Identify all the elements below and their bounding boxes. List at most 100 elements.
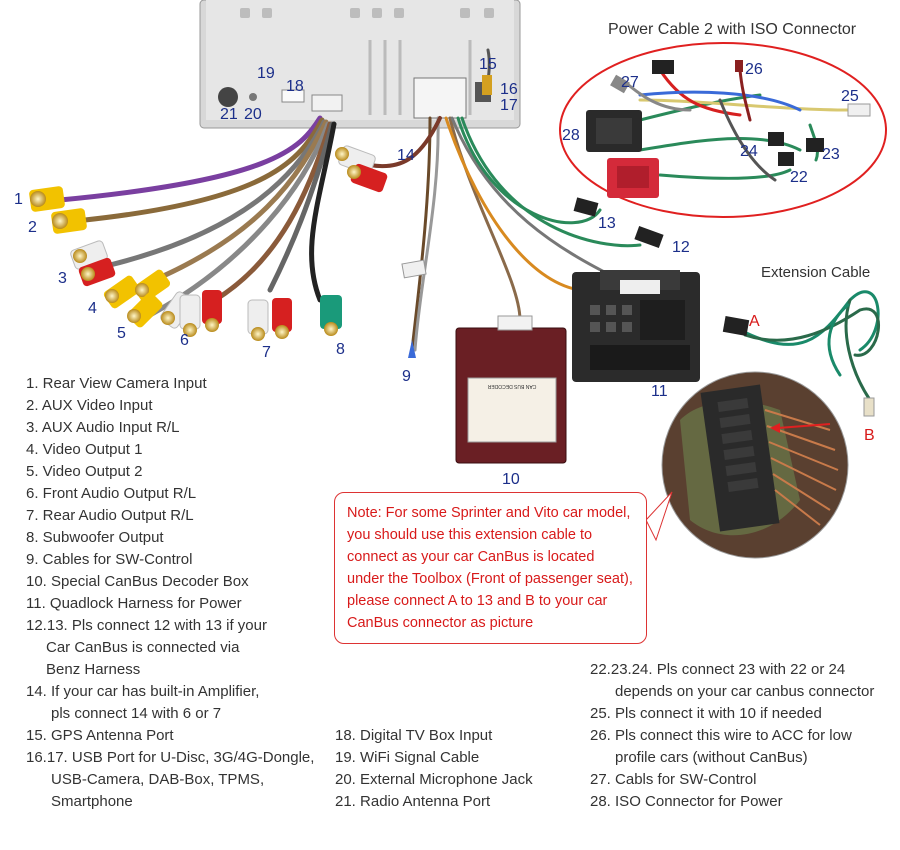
legend-item: 19. WiFi Signal Cable xyxy=(335,749,480,766)
rca-video-out-1 xyxy=(103,275,141,309)
legend-item: 10. Special CanBus Decoder Box xyxy=(26,573,249,590)
legend-item: 20. External Microphone Jack xyxy=(335,771,533,788)
iso-connector-red xyxy=(607,158,659,198)
legend-item-27: 27. Cabls for SW-Control xyxy=(590,771,757,788)
callout-14: 14 xyxy=(397,147,415,164)
note-line: please connect A to 13 and B to your car xyxy=(347,593,608,609)
rca-rear-audio-white xyxy=(247,299,269,341)
callout-20: 20 xyxy=(244,106,262,123)
callout-22: 22 xyxy=(790,169,808,186)
legend-item: 21. Radio Antenna Port xyxy=(335,793,491,810)
harness-wires xyxy=(57,48,642,352)
callout-a: A xyxy=(749,313,760,330)
legend-item: 5. Video Output 2 xyxy=(26,463,143,480)
rca-aux-audio-red xyxy=(78,257,116,287)
callout-19: 19 xyxy=(257,65,275,82)
decoder-title: CAN BUS DECODER xyxy=(487,383,536,389)
extension-cable-title: Extension Cable xyxy=(761,264,871,281)
iso-connector-black xyxy=(586,110,642,152)
legend-item: 18. Digital TV Box Input xyxy=(335,727,493,744)
note-line: you should use this extension cable to xyxy=(347,527,593,543)
rca-video-out-2 xyxy=(127,292,163,328)
rca-aux-video xyxy=(51,208,87,234)
callout-27: 27 xyxy=(621,74,639,91)
callout-6: 6 xyxy=(180,332,189,349)
callout-26: 26 xyxy=(745,61,763,78)
legend-line: pls connect 14 with 6 or 7 xyxy=(51,705,222,722)
canbus-decoder-box: CAN BUS DECODER xyxy=(455,315,567,464)
callout-13: 13 xyxy=(598,215,616,232)
callout-18: 18 xyxy=(286,78,304,95)
callout-7: 7 xyxy=(262,344,271,361)
callout-23: 23 xyxy=(822,146,840,163)
extension-cable xyxy=(738,290,880,402)
callout-24: 24 xyxy=(740,143,758,160)
connector-12 xyxy=(634,225,664,249)
extension-cable-note: Note: For some Sprinter and Vito car mod… xyxy=(334,492,647,644)
legend-middle: 18. Digital TV Box Input 19. WiFi Signal… xyxy=(335,725,533,813)
legend-line: Car CanBus is connected via xyxy=(46,639,240,656)
top-plug xyxy=(652,60,674,74)
quadlock-harness xyxy=(572,270,700,382)
power-cable-title: Power Cable 2 with ISO Connector xyxy=(608,21,857,38)
note-pointer xyxy=(645,491,673,542)
rca-rear-audio-red xyxy=(272,298,292,339)
connector-13 xyxy=(573,197,599,217)
rca-front-audio-red xyxy=(202,290,222,332)
note-line: under the Toolbox (Front of passenger se… xyxy=(347,571,633,587)
note-line: Note: For some Sprinter and Vito car mod… xyxy=(347,505,631,521)
legend-line: 16.17. USB Port for U-Disc, 3G/4G-Dongle… xyxy=(26,749,315,766)
legend-item: 7. Rear Audio Output R/L xyxy=(26,507,194,524)
head-unit-panel xyxy=(199,0,521,129)
legend-item-16-17: 16.17. USB Port for U-Disc, 3G/4G-Dongle… xyxy=(26,747,314,813)
connector-25 xyxy=(847,103,871,117)
legend-line: Smartphone xyxy=(51,793,133,810)
legend-line: Benz Harness xyxy=(46,661,141,678)
legend-item: 9. Cables for SW-Control xyxy=(26,551,193,568)
callout-b: B xyxy=(864,427,875,444)
sw-control-plug-27 xyxy=(610,74,630,94)
gps-antenna-port xyxy=(482,75,492,95)
rca-amplifier-red xyxy=(347,163,388,193)
rca-connectors xyxy=(29,145,388,341)
rca-camera-input xyxy=(29,186,65,212)
legend-line: USB-Camera, DAB-Box, TPMS, xyxy=(51,771,265,788)
extension-wire-end-b xyxy=(863,397,875,417)
callout-3: 3 xyxy=(58,270,67,287)
rca-front-audio-white xyxy=(179,294,201,337)
callout-5: 5 xyxy=(117,325,126,342)
legend-item: 11. Quadlock Harness for Power xyxy=(26,595,242,612)
legend-item-28: 28. ISO Connector for Power xyxy=(590,793,783,810)
callout-1: 1 xyxy=(14,191,23,208)
connector-23 xyxy=(806,138,824,152)
rca-subwoofer xyxy=(320,295,342,336)
sw-control-wire-end xyxy=(401,259,427,358)
legend-left: 1. Rear View Camera Input 2. AUX Video I… xyxy=(26,373,314,813)
note-line: CanBus connector as picture xyxy=(347,615,534,631)
connector-22 xyxy=(778,152,794,166)
legend-item-22-24: 22.23.24. Pls connect 23 with 22 or 24 d… xyxy=(590,659,874,703)
legend-item-25: 25. Pls connect it with 10 if needed xyxy=(590,705,822,722)
legend-item: 6. Front Audio Output R/L xyxy=(26,485,197,502)
legend-line: profile cars (without CanBus) xyxy=(615,749,808,766)
callout-15: 15 xyxy=(479,56,497,73)
callout-8: 8 xyxy=(336,341,345,358)
canbus-connector-photo xyxy=(661,371,849,559)
callout-28: 28 xyxy=(562,127,580,144)
callout-10: 10 xyxy=(502,471,520,488)
callout-16: 16 xyxy=(500,81,518,98)
legend-item-12-13: 12.13. Pls connect 12 with 13 if your Ca… xyxy=(26,615,314,681)
power-cable-highlight-ellipse xyxy=(559,42,887,218)
callout-11: 11 xyxy=(651,383,668,400)
extension-connector-a xyxy=(722,316,750,336)
note-line: connect as your car CanBus is located xyxy=(347,549,595,565)
legend-right: 22.23.24. Pls connect 23 with 22 or 24 d… xyxy=(590,659,874,813)
legend-item: 3. AUX Audio Input R/L xyxy=(26,419,180,436)
callout-4: 4 xyxy=(88,300,97,317)
callout-2: 2 xyxy=(28,219,37,236)
callout-9: 9 xyxy=(402,368,411,385)
legend-line: depends on your car canbus connector xyxy=(615,683,875,700)
connector-24 xyxy=(768,132,784,146)
legend-item-26: 26. Pls connect this wire to ACC for low… xyxy=(590,725,874,769)
